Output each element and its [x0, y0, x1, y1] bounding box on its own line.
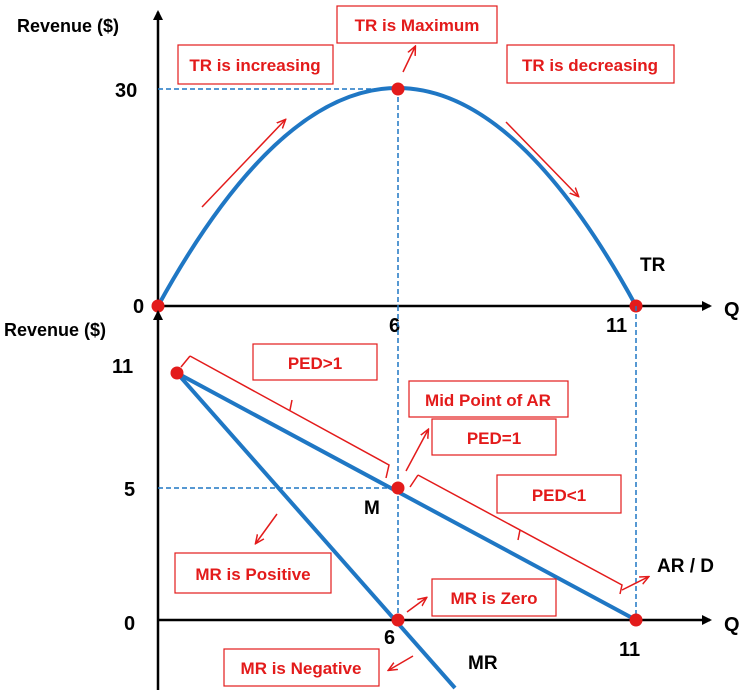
bottom-x-tick-6: 6 — [384, 627, 395, 649]
mr-zero-point — [391, 613, 405, 627]
bottom-y-tick-0: 0 — [124, 613, 135, 635]
midpoint-arrow-icon — [405, 430, 428, 472]
mr-label: MR — [468, 653, 498, 674]
ped-lt1-text: PED<1 — [532, 486, 586, 505]
ar-demand-label: AR / D — [657, 556, 714, 577]
tr-max-point — [391, 82, 405, 96]
ped-gt1-box — [252, 343, 378, 381]
tr-maximum-arrow-icon — [402, 47, 415, 73]
tr-increasing-box — [177, 44, 334, 85]
mr-negative-box — [223, 648, 380, 687]
tr-increasing-text: TR is increasing — [189, 56, 320, 75]
tr-origin-point — [151, 299, 165, 313]
bottom-y-axis-label: Revenue ($) — [4, 320, 106, 340]
tr-decreasing-arrow-icon — [505, 121, 578, 196]
mr-zero-text: MR is Zero — [451, 589, 538, 608]
ar-end-point — [629, 613, 643, 627]
tr-decreasing-text: TR is decreasing — [522, 56, 658, 75]
bottom-x-axis-label: Q — [724, 614, 740, 636]
top-x-axis-label: Q — [724, 299, 740, 321]
tr-curve — [156, 86, 638, 307]
top-x-tick-6: 6 — [389, 315, 400, 337]
mr-zero-arrow-icon — [406, 598, 426, 613]
bottom-y-tick-11: 11 — [112, 356, 133, 378]
ped-lt1-box — [496, 474, 622, 514]
midpoint-m-label: M — [364, 498, 380, 519]
midpoint-box — [408, 380, 569, 418]
top-y-axis-label: Revenue ($) — [17, 16, 119, 36]
mr-negative-text: MR is Negative — [241, 659, 362, 678]
ped-gt1-brace — [180, 355, 390, 479]
mr-positive-text: MR is Positive — [195, 565, 310, 584]
mr-positive-box — [174, 552, 332, 594]
ped-eq1-text: PED=1 — [467, 429, 521, 448]
top-x-tick-11: 11 — [606, 315, 627, 337]
bottom-y-tick-5: 5 — [124, 479, 135, 501]
mr-zero-box — [431, 578, 557, 617]
ar-demand-line — [176, 371, 637, 622]
mr-negative-arrow-icon — [389, 655, 414, 670]
intercept-point — [170, 366, 184, 380]
mr-line — [175, 371, 457, 690]
ped-eq1-box — [431, 418, 557, 456]
tr-maximum-text: TR is Maximum — [355, 16, 480, 35]
midpoint-m — [391, 481, 405, 495]
top-y-tick-0: 0 — [133, 296, 144, 318]
ped-lt1-brace — [409, 474, 623, 595]
tr-decreasing-box — [506, 44, 675, 84]
bottom-x-tick-11: 11 — [619, 639, 640, 661]
ped-gt1-text: PED>1 — [288, 354, 342, 373]
midpoint-text: Mid Point of AR — [425, 391, 551, 410]
ar-label-arrow-icon — [621, 577, 648, 591]
tr-increasing-arrow-icon — [201, 120, 285, 208]
top-y-tick-30: 30 — [115, 80, 137, 102]
tr-maximum-box — [336, 5, 498, 44]
tr-curve-label: TR — [640, 255, 666, 276]
mr-positive-arrow-icon — [256, 513, 278, 543]
